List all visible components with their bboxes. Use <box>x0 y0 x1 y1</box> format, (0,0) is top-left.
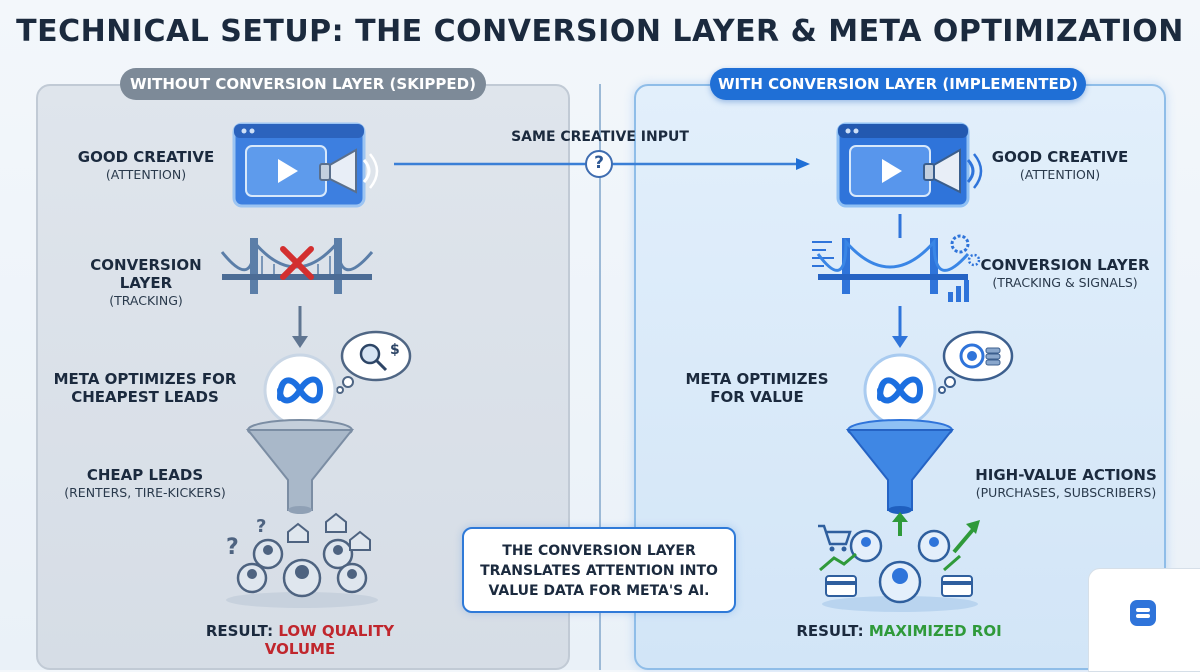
center-box-line2: TRANSLATES ATTENTION INTO <box>480 563 718 579</box>
meta-logo-icon-right <box>863 353 937 427</box>
right-actions-label: HIGH-VALUE ACTIONS (PURCHASES, SUBSCRIBE… <box>968 466 1164 502</box>
people-houses-icon: ? ? <box>226 512 378 608</box>
left-meta-label: META OPTIMIZES FOR CHEAPEST LEADS <box>50 370 240 406</box>
right-layer-title: CONVERSION LAYER <box>980 256 1150 274</box>
bridge-icon-right <box>812 234 981 302</box>
left-layer-title: CONVERSION LAYER <box>90 256 202 292</box>
people-cart-card-icon <box>818 512 980 612</box>
left-leads-title: CHEAP LEADS <box>86 466 204 484</box>
center-divider <box>599 84 601 670</box>
svg-text:$: $ <box>390 342 400 358</box>
funnel-icon-right <box>845 419 955 514</box>
right-creative-label: GOOD CREATIVE (ATTENTION) <box>980 148 1140 184</box>
right-meta-line1: META OPTIMIZES <box>685 370 829 388</box>
right-layer-label: CONVERSION LAYER (TRACKING & SIGNALS) <box>980 256 1150 292</box>
question-icon: ? <box>585 150 613 178</box>
center-box-line3: VALUE DATA FOR META'S AI. <box>488 583 710 599</box>
down-arrow-right-1 <box>898 214 902 238</box>
left-leads-sub: (RENTERS, TIRE-KICKERS) <box>64 485 226 500</box>
left-meta-line1: META OPTIMIZES FOR <box>53 370 237 388</box>
search-dollar-icon: $ <box>336 330 412 394</box>
left-creative-sub: (ATTENTION) <box>105 167 187 182</box>
right-actions-title: HIGH-VALUE ACTIONS <box>975 466 1157 484</box>
video-megaphone-icon-right <box>836 122 983 208</box>
down-arrow-left-1 <box>292 306 308 348</box>
right-creative-title: GOOD CREATIVE <box>991 148 1129 166</box>
right-actions-sub: (PURCHASES, SUBSCRIBERS) <box>975 485 1157 500</box>
svg-text:?: ? <box>256 516 266 537</box>
same-creative-input-label: SAME CREATIVE INPUT <box>511 129 689 145</box>
down-arrow-right-2 <box>892 306 908 348</box>
center-summary-box: THE CONVERSION LAYER TRANSLATES ATTENTIO… <box>462 527 736 613</box>
target-coins-icon <box>938 330 1014 394</box>
left-layer-label: CONVERSION LAYER (TRACKING) <box>62 256 230 310</box>
logo-icon <box>1130 600 1156 626</box>
right-header-pill: WITH CONVERSION LAYER (IMPLEMENTED) <box>710 68 1086 100</box>
page-title: TECHNICAL SETUP: THE CONVERSION LAYER & … <box>16 14 1184 49</box>
left-result-value: LOW QUALITY VOLUME <box>264 622 395 658</box>
right-meta-line2: FOR VALUE <box>710 388 804 406</box>
left-header-pill: WITHOUT CONVERSION LAYER (SKIPPED) <box>120 68 486 100</box>
left-meta-line2: CHEAPEST LEADS <box>71 388 219 406</box>
left-layer-sub: (TRACKING) <box>109 293 183 308</box>
center-box-line1: THE CONVERSION LAYER <box>502 543 696 559</box>
right-result: RESULT: MAXIMIZED ROI <box>774 622 1024 640</box>
left-result: RESULT: LOW QUALITY VOLUME <box>170 622 430 658</box>
left-leads-label: CHEAP LEADS (RENTERS, TIRE-KICKERS) <box>52 466 238 502</box>
svg-text:?: ? <box>226 535 239 560</box>
question-mark: ? <box>594 153 604 173</box>
video-megaphone-icon <box>232 122 379 208</box>
meta-logo-icon <box>263 353 337 427</box>
left-result-prefix: RESULT: <box>205 622 274 640</box>
right-creative-sub: (ATTENTION) <box>1019 167 1101 182</box>
funnel-icon-left <box>245 419 355 514</box>
right-layer-sub: (TRACKING & SIGNALS) <box>992 275 1138 290</box>
right-meta-label: META OPTIMIZES FOR VALUE <box>664 370 850 406</box>
left-creative-label: GOOD CREATIVE (ATTENTION) <box>66 148 226 184</box>
right-result-value: MAXIMIZED ROI <box>868 622 1002 640</box>
right-result-prefix: RESULT: <box>796 622 864 640</box>
left-creative-title: GOOD CREATIVE <box>77 148 215 166</box>
red-x-icon <box>280 246 314 280</box>
